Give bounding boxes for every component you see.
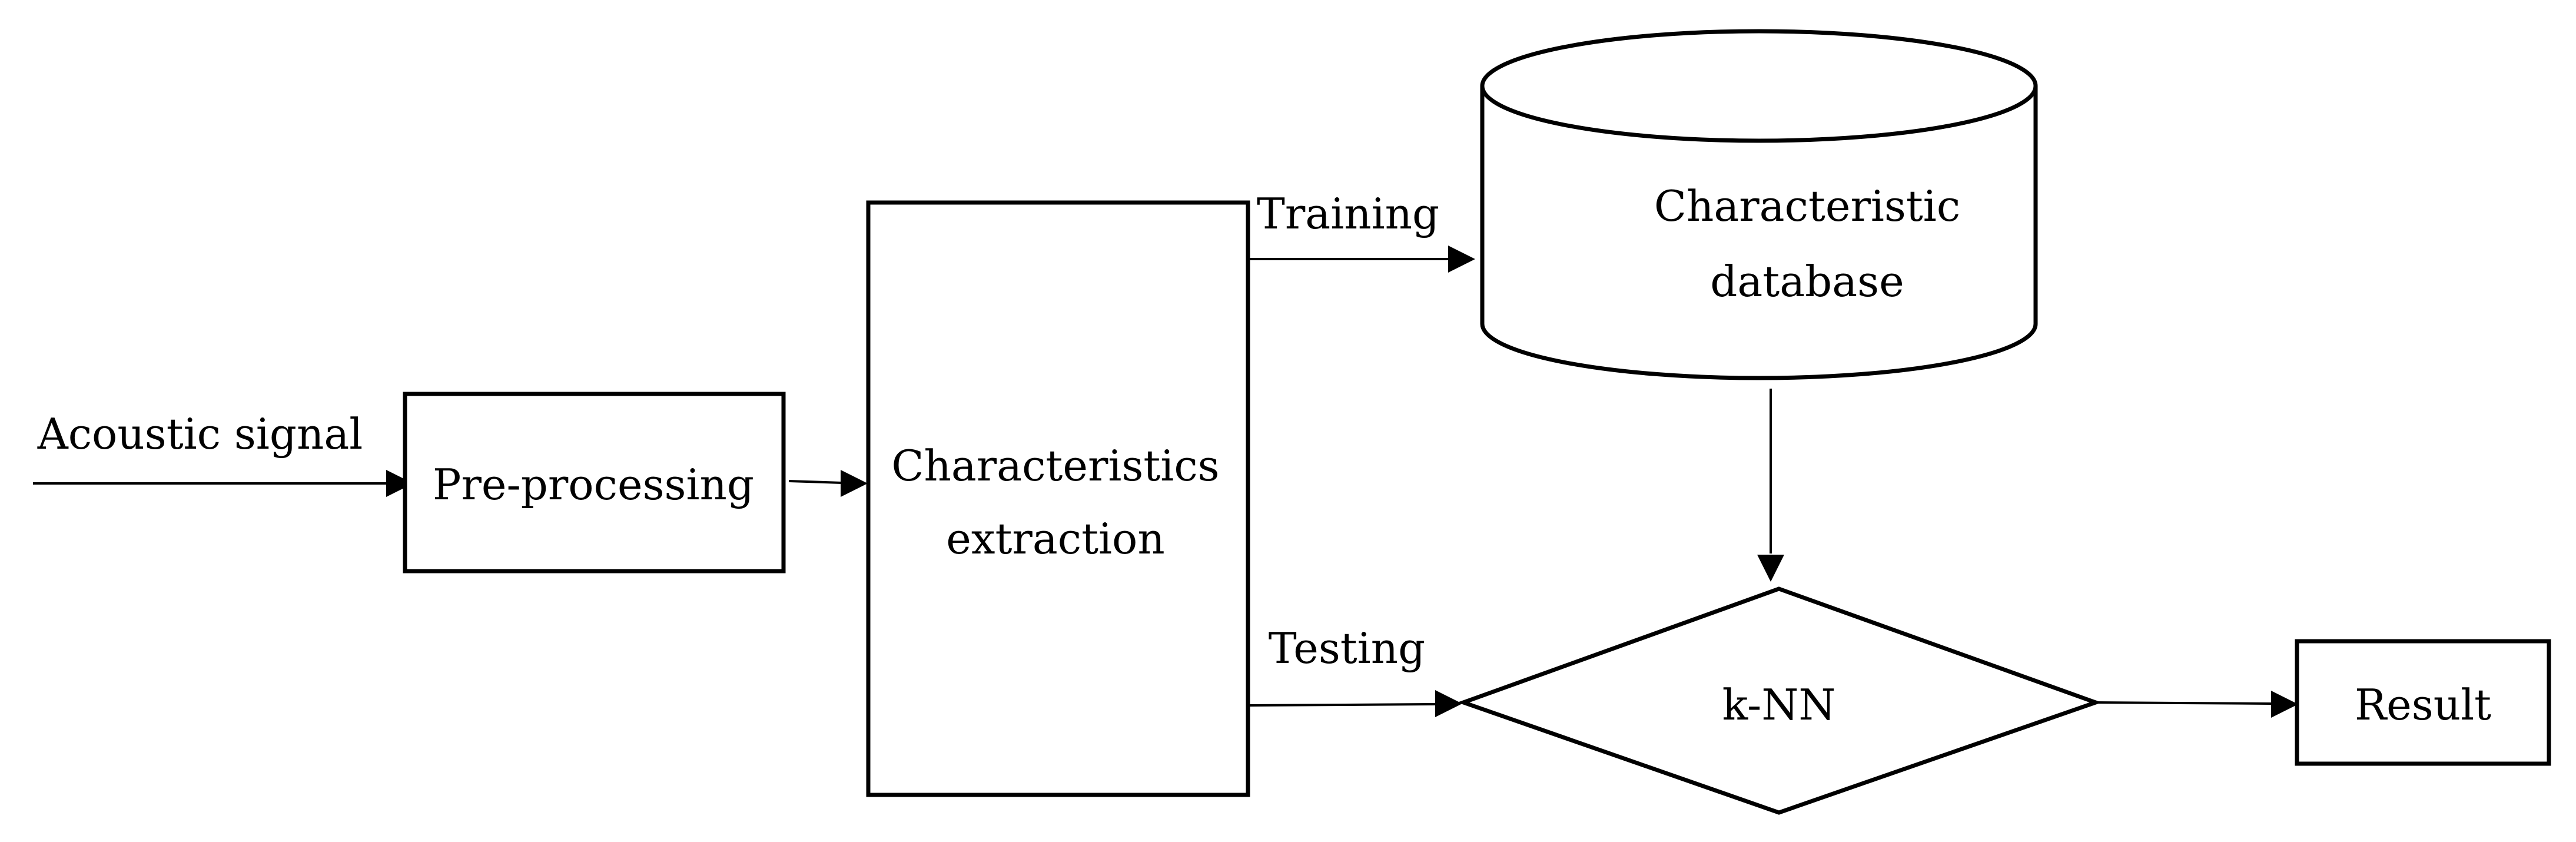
edge-training <box>1248 246 1475 273</box>
node-result <box>2295 639 2551 766</box>
preprocessing-label: Pre-processing <box>433 460 754 509</box>
edge-knn-to-result <box>2095 691 2298 718</box>
edge-testing <box>1247 690 1462 717</box>
node-characteristic-database <box>1480 29 2038 380</box>
edge-acoustic-signal <box>33 470 413 497</box>
extraction-label-line1: Characteristics <box>891 441 1219 490</box>
training-label: Training <box>1257 189 1439 238</box>
node-preprocessing <box>403 392 786 574</box>
acoustic-signal-label: Acoustic signal <box>37 409 363 459</box>
testing-label: Testing <box>1269 624 1425 673</box>
extraction-label-line2: extraction <box>946 514 1165 563</box>
database-label-line2: database <box>1710 257 1904 306</box>
edge-preprocessing-to-extraction <box>788 470 868 497</box>
node-characteristics-extraction <box>866 200 1250 797</box>
node-knn <box>1457 586 2102 815</box>
edge-database-to-knn <box>1757 389 1784 582</box>
database-label-line1: Characteristic <box>1654 181 1960 231</box>
result-label: Result <box>2355 680 2491 730</box>
knn-label: k-NN <box>1722 680 1836 730</box>
